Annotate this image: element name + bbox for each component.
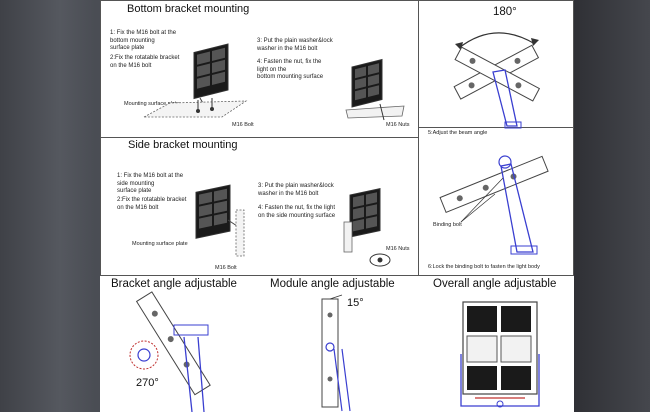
bracket-angle-title: Bracket angle adjustable	[111, 278, 237, 290]
side-nuts-label: M16 Nuts	[386, 246, 410, 252]
bottom-nuts-label: M16 Nuts	[386, 122, 410, 128]
overall-angle-illustration	[460, 301, 540, 408]
divider-right	[573, 0, 574, 275]
bottom-step-4: 4: Fasten the nut, fix the light on the …	[257, 59, 324, 80]
binding-bolt-label: Binding bolt	[433, 222, 462, 228]
bracket-angle-value: 270°	[136, 377, 159, 389]
side-step-1: 1: Fix the M16 bolt at the side mounting…	[117, 173, 184, 194]
bottom-bolt-label: M16 Bolt	[232, 122, 254, 128]
side-step-3: 3: Put the plain washer&lock washer in t…	[258, 183, 334, 197]
bracket-angle-illustration	[129, 291, 211, 412]
overall-angle-title: Overall angle adjustable	[433, 278, 557, 290]
side-light-illustration-1	[195, 184, 245, 257]
divider-vertical	[418, 0, 419, 275]
side-bolt-label: M16 Bolt	[215, 265, 237, 271]
beam-step-5: 5:Adjust the beam angle	[428, 130, 488, 136]
bottom-light-illustration-1	[193, 43, 229, 113]
bottom-plate-label: Mounting surface plate	[124, 101, 180, 107]
side-step-4: 4: Fasten the nut, fix the light on the …	[258, 205, 336, 219]
divider-middle	[100, 137, 418, 138]
side-light-illustration-2	[343, 188, 391, 267]
bottom-light-illustration-2	[345, 58, 405, 121]
divider-bottom	[100, 275, 574, 276]
side-mounting-title: Side bracket mounting	[128, 139, 238, 151]
beam-angle-illustration	[453, 32, 541, 129]
divider-right-middle	[418, 127, 574, 128]
beam-angle-label: 180°	[493, 6, 517, 18]
module-angle-illustration	[321, 294, 351, 412]
divider-top	[100, 0, 574, 1]
bottom-plate-illustration	[143, 98, 248, 118]
bottom-step-1: 1: Fix the M16 bolt at the bottom mounti…	[110, 30, 177, 51]
side-step-2: 2:Fix the rotatable bracket on the M16 b…	[117, 197, 187, 211]
bottom-step-3: 3: Put the plain washer&lock washer in t…	[257, 38, 333, 52]
bottom-mounting-title: Bottom bracket mounting	[127, 3, 250, 15]
divider-left	[100, 0, 101, 275]
module-angle-value: 15°	[347, 297, 364, 309]
side-plate-label: Mounting surface plate	[132, 241, 188, 247]
bottom-step-2: 2:Fix the rotatable bracket on the M16 b…	[110, 55, 180, 69]
binding-bolt-illustration	[439, 155, 549, 255]
beam-step-6: 6:Lock the binding bolt to fasten the li…	[428, 264, 540, 270]
background-panel	[574, 0, 650, 412]
module-angle-title: Module angle adjustable	[270, 278, 395, 290]
